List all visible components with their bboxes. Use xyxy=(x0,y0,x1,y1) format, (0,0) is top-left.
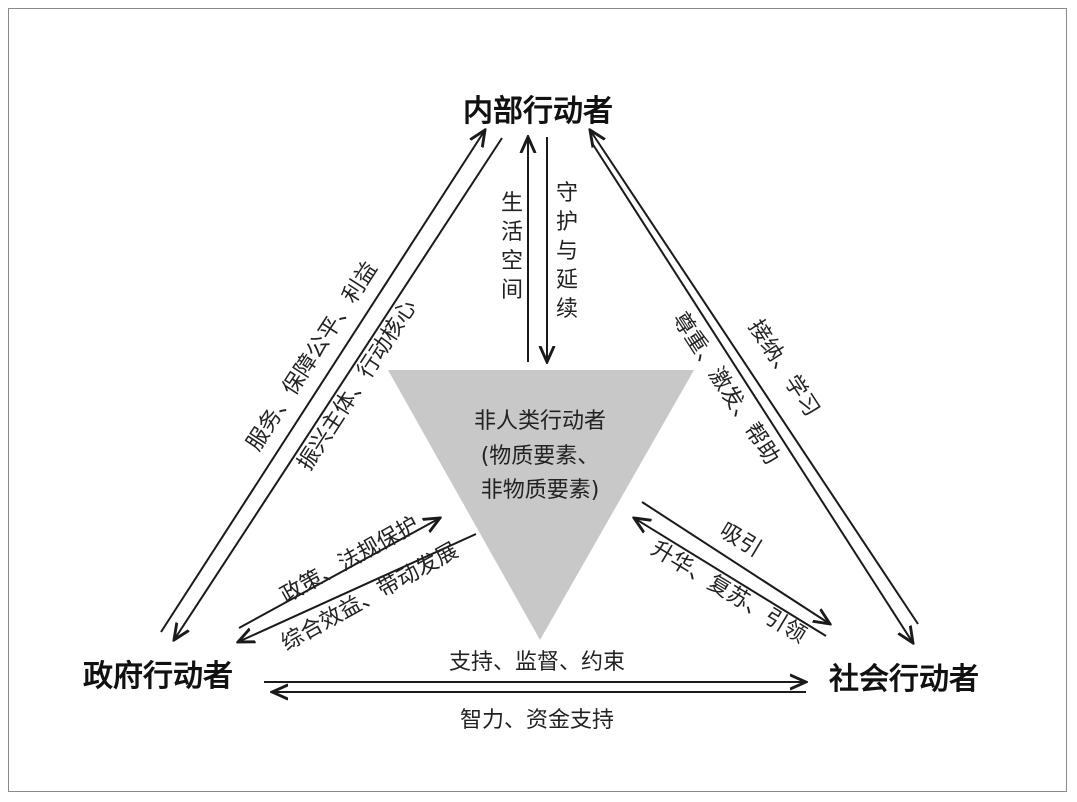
label-accept-learn: 接纳、学习 xyxy=(743,316,824,422)
label-protect-continue: 守 护 与 延 续 xyxy=(556,181,578,322)
center-label-line3: 非物质要素) xyxy=(481,478,600,503)
node-government-actor: 政府行动者 xyxy=(83,659,233,694)
arrow-internal-to-social xyxy=(591,142,913,643)
node-internal-actor: 内部行动者 xyxy=(463,94,613,129)
center-label-line2: (物质要素、 xyxy=(481,444,600,469)
arrow-social-to-internal xyxy=(590,130,919,625)
svg-text:空: 空 xyxy=(501,249,523,274)
svg-text:延: 延 xyxy=(556,268,578,293)
arrow-internal-to-government xyxy=(174,137,503,640)
svg-text:间: 间 xyxy=(501,278,523,303)
svg-text:续: 续 xyxy=(556,297,578,322)
diagram-frame xyxy=(8,8,1067,792)
node-social-actor: 社会行动者 xyxy=(829,662,979,697)
svg-text:活: 活 xyxy=(501,220,523,245)
arrow-center-to-government xyxy=(238,533,477,642)
center-label-line1: 非人类行动者 xyxy=(474,409,606,434)
label-intellectual-financial-support: 智力、资金支持 xyxy=(460,708,614,733)
label-support-supervise-constrain: 支持、监督、约束 xyxy=(449,650,625,675)
svg-text:与: 与 xyxy=(556,239,578,264)
svg-text:护: 护 xyxy=(556,210,578,235)
svg-text:生: 生 xyxy=(501,191,523,216)
arrow-government-to-center xyxy=(238,518,440,629)
arrow-center-to-social xyxy=(641,501,830,624)
arrow-social-to-center xyxy=(634,518,827,637)
non-human-actor-triangle xyxy=(388,370,694,640)
label-living-space: 生 活 空 间 xyxy=(501,191,523,303)
label-attract: 吸引 xyxy=(715,518,766,562)
svg-text:守: 守 xyxy=(556,181,578,206)
label-sublimate-revive-lead: 升华、复苏、引领 xyxy=(646,536,810,648)
arrow-government-to-internal xyxy=(160,130,485,633)
